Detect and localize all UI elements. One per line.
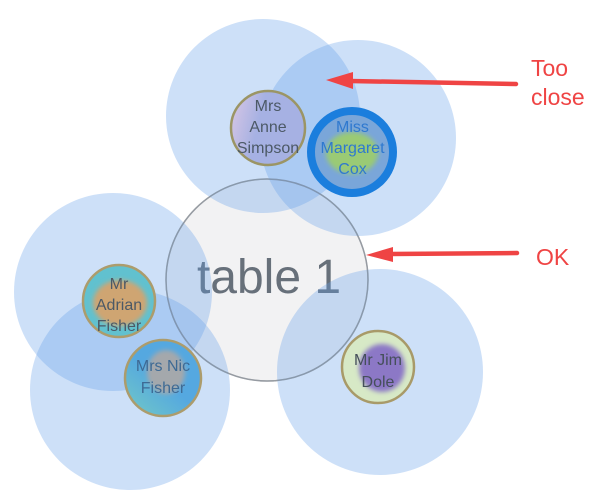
ok-label: OK — [536, 244, 570, 270]
ok-arrow-line — [387, 250, 520, 257]
guest-name-line: Margaret — [320, 140, 385, 157]
guest-name-nic: Mrs Nic Fisher — [113, 356, 213, 400]
guest-name-line: Miss — [336, 119, 369, 136]
guest-name-margaret: Miss Margaret Cox — [302, 117, 403, 180]
guest-name-line: Simpson — [236, 140, 300, 157]
too-close-arrow-line — [347, 78, 519, 87]
ok-arrow-head — [366, 247, 393, 262]
table-name-label: table 1 — [196, 251, 342, 304]
annotation-arrows — [326, 72, 520, 262]
guest-name-line: Cox — [338, 161, 367, 178]
guest-name-line: Mrs — [254, 98, 282, 115]
guest-name-line: Fisher — [96, 318, 142, 335]
guest-avatar-blob-margaret — [326, 132, 378, 174]
guest-avatar-blob-nic — [147, 350, 185, 394]
guest-name-line: Fisher — [140, 380, 186, 397]
guest-bubbles — [81, 89, 416, 418]
guest-name-line: Mr — [109, 276, 129, 293]
guest-name-jim: Mr Jim Dole — [328, 350, 428, 394]
table-circle-rim — [165, 178, 369, 382]
guest-name-line: Mrs Nic — [135, 358, 191, 375]
table-circle[interactable] — [165, 178, 369, 382]
guest-name-line: Adrian — [95, 297, 143, 314]
guest-name-line: Dole — [361, 374, 395, 391]
too-close-arrow-head — [326, 72, 353, 89]
guest-name-line: Anne — [249, 119, 287, 136]
guest-name-adrian: Mr Adrian Fisher — [74, 274, 164, 337]
guest-name-line: Mr Jim — [354, 352, 402, 369]
guest-avatar-blob-jim — [359, 344, 405, 392]
guest-circle-anne[interactable] — [229, 89, 307, 167]
guest-name-anne: Mrs Anne Simpson — [223, 96, 313, 159]
too-close-label: Too close — [531, 55, 585, 110]
guest-avatar-blob-adrian — [93, 280, 147, 326]
